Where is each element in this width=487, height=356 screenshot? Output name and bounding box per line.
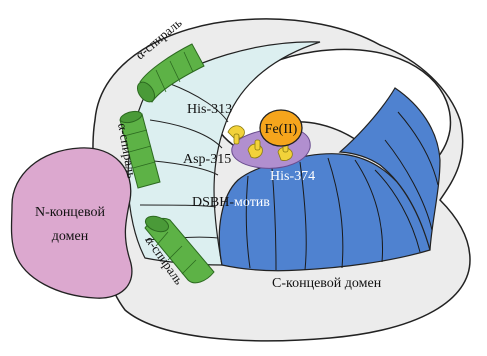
fe-label: Fe(II) xyxy=(265,122,298,137)
dsbh-label-prefix: DSBH- xyxy=(192,195,234,210)
his374-label: His-374 xyxy=(270,169,315,184)
asp315-label: Asp-315 xyxy=(183,152,231,167)
dsbh-label-suffix: мотив xyxy=(234,195,270,210)
n-terminal-domain xyxy=(12,148,132,298)
his313-stem xyxy=(234,134,239,144)
c-terminal-label: С-концевой домен xyxy=(272,276,382,291)
dsbh-label: DSBH-мотив xyxy=(192,195,270,210)
n-terminal-label-line2: домен xyxy=(52,229,89,244)
asp315-stem xyxy=(255,140,260,150)
his313-label: His-313 xyxy=(187,102,232,117)
n-terminal-label-line1: N-концевой xyxy=(35,205,106,220)
